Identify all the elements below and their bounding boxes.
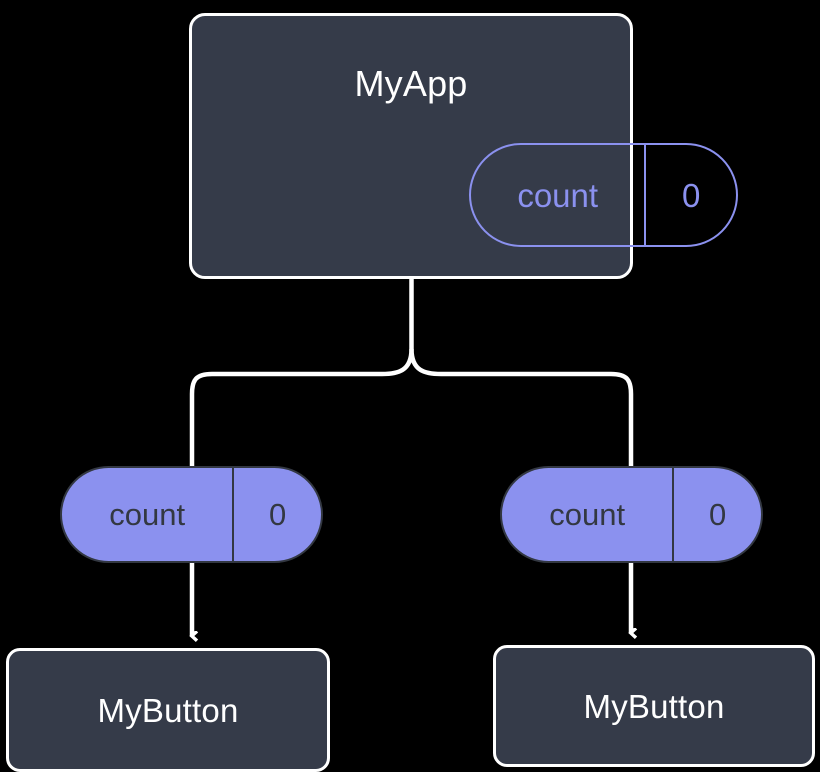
state-pill-right[interactable]: count 0	[500, 466, 763, 563]
edge-fork-left	[189, 348, 414, 466]
state-pill-root[interactable]: count 0	[469, 143, 738, 247]
state-key: count	[109, 497, 186, 532]
edge-fork-right	[409, 348, 634, 466]
component-label: MyButton	[583, 687, 725, 725]
state-pill-left[interactable]: count 0	[60, 466, 323, 563]
component-node-mybutton-right[interactable]: MyButton	[493, 645, 815, 767]
component-node-mybutton-left[interactable]: MyButton	[6, 648, 330, 772]
state-value: 0	[644, 145, 736, 245]
state-value: 0	[232, 468, 321, 561]
state-key: count	[517, 176, 599, 214]
state-value: 0	[672, 468, 761, 561]
state-key: count	[549, 497, 626, 532]
component-node-myapp[interactable]: MyApp count 0	[189, 13, 738, 279]
component-label: MyApp	[354, 63, 468, 104]
component-label: MyButton	[97, 691, 239, 729]
